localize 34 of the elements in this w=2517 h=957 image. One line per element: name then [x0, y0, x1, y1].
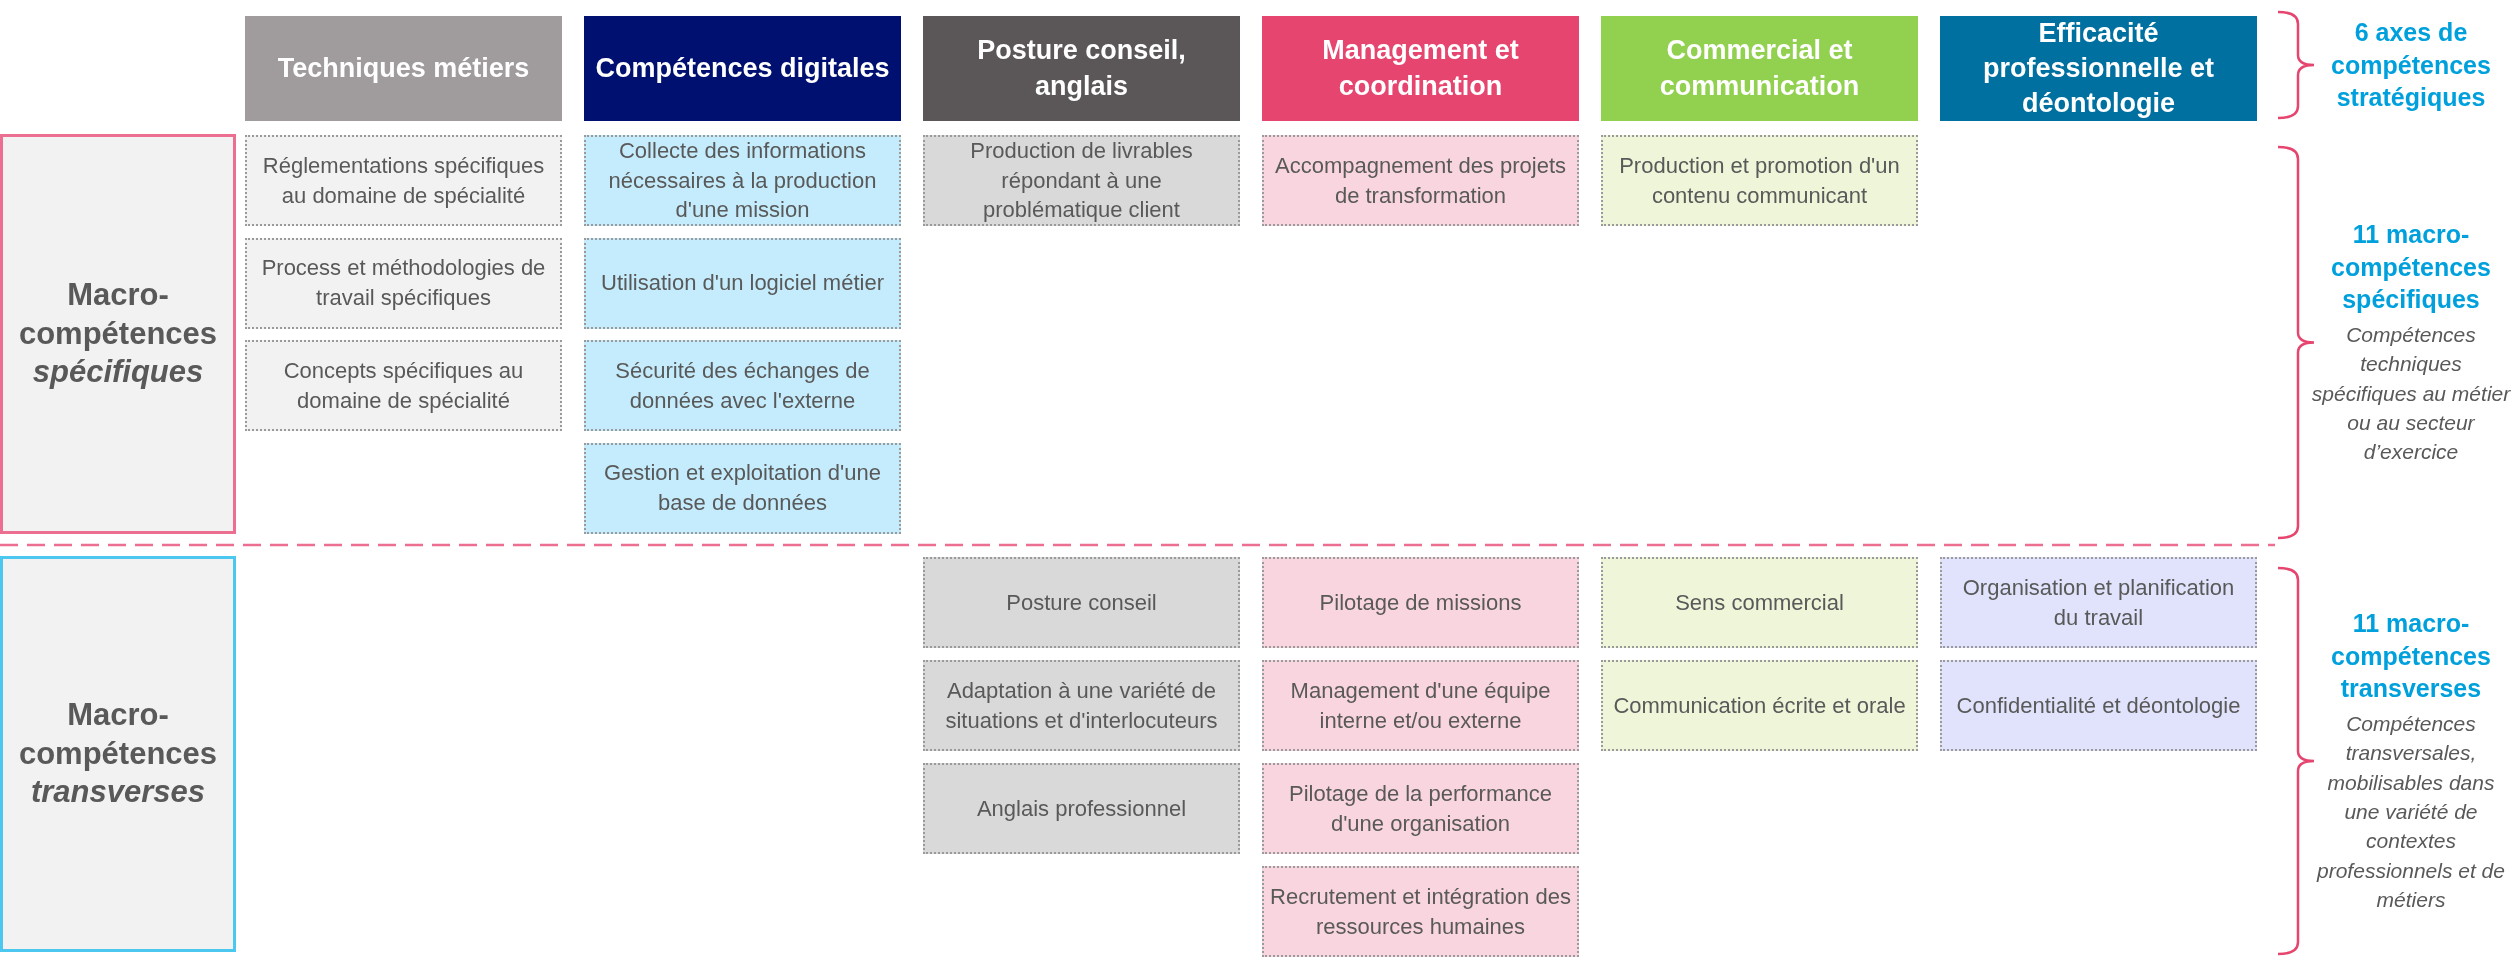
competence-box: Recrutement et intégration des ressources humaines	[1262, 866, 1579, 957]
competence-box: Process et méthodologies de travail spécifiques	[245, 237, 562, 329]
competence-box: Accompagnement des projets de transformation	[1262, 135, 1579, 226]
section-note: Compétences techniques spécifiques au métier ou au secteur d’exercice	[2311, 321, 2511, 466]
axis-header: Compétences digitales	[584, 16, 901, 121]
axis-header: Commercial et communication	[1601, 16, 1918, 121]
competence-box: Anglais professionnel	[923, 763, 1240, 854]
competence-box: Organisation et planification du travail	[1940, 557, 2257, 648]
competence-box: Pilotage de missions	[1262, 557, 1579, 648]
axis-header: Management et coordination	[1262, 16, 1579, 121]
competence-box: Utilisation d'un logiciel métier	[584, 237, 901, 329]
competence-box: Pilotage de la performance d'une organisation	[1262, 763, 1579, 854]
competence-box: Gestion et exploitation d'une base de données	[584, 442, 901, 534]
competence-box: Collecte des informations nécessaires à la production d'une mission	[584, 135, 901, 226]
category-box: Macro-compétences transverses	[0, 556, 236, 952]
section-note: Compétences transversales, mobilisables dans une variété de contextes professionnels et de métiers	[2315, 710, 2506, 914]
competence-box: Communication écrite et orale	[1601, 660, 1918, 751]
competence-box: Posture conseil	[923, 557, 1240, 648]
axis-header: Posture conseil, anglais	[923, 16, 1240, 121]
competence-box: Sécurité des échanges de données avec l'externe	[584, 340, 901, 431]
competence-box: Management d'une équipe interne et/ou externe	[1262, 660, 1579, 751]
competence-box: Production de livrables répondant à une problématique client	[923, 135, 1240, 226]
competence-box: Confidentialité et déontologie	[1940, 660, 2257, 751]
section-title: 6 axes de compétences stratégiques	[2330, 17, 2492, 114]
axis-header: Efficacité professionnelle et déontologie	[1940, 16, 2257, 121]
axis-header: Techniques métiers	[245, 16, 562, 121]
section-title: 11 macro-compétences transverses	[2330, 608, 2492, 705]
competence-box: Adaptation à une variété de situations et d'interlocuteurs	[923, 660, 1240, 751]
section-title: 11 macro-compétences spécifiques	[2330, 219, 2492, 316]
competence-box: Production et promotion d'un contenu communicant	[1601, 135, 1918, 226]
category-box: Macro-compétences spécifiques	[0, 134, 236, 534]
competence-box: Sens commercial	[1601, 557, 1918, 648]
competence-box: Réglementations spécifiques au domaine de spécialité	[245, 135, 562, 226]
competence-box: Concepts spécifiques au domaine de spécialité	[245, 340, 562, 431]
